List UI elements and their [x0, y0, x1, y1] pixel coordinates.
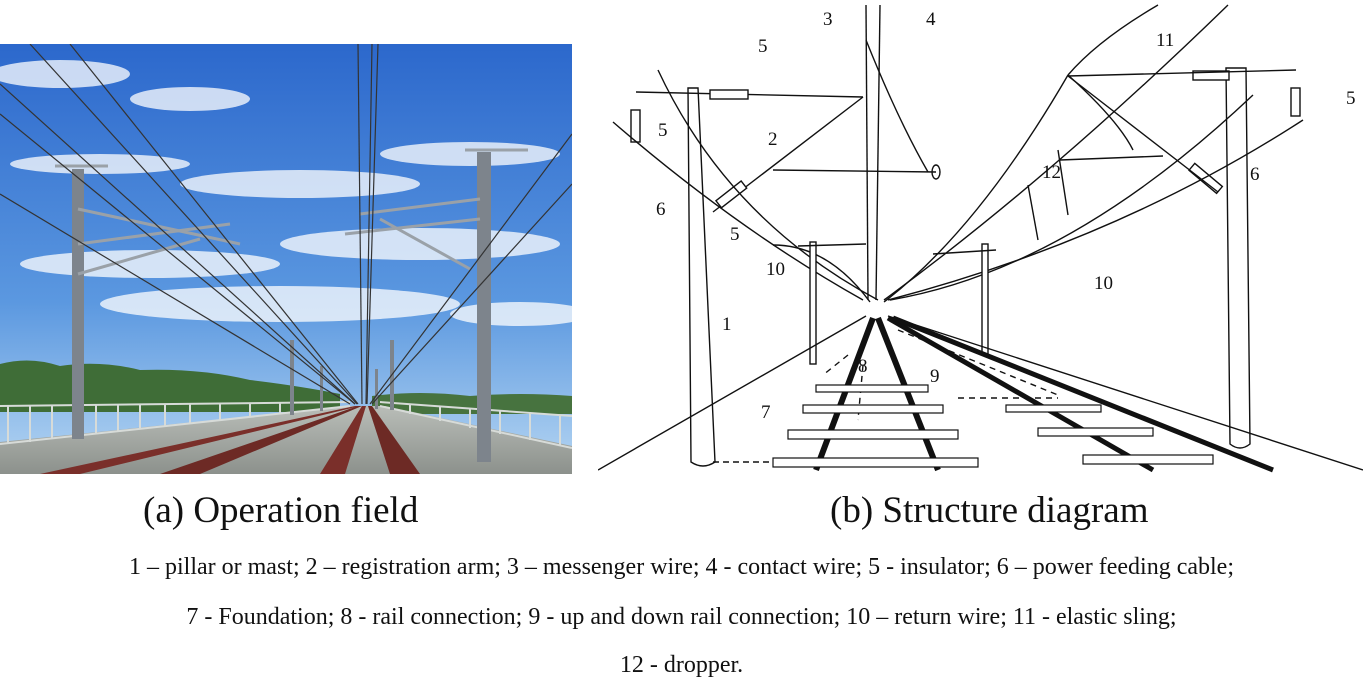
- rails: [40, 406, 420, 474]
- label-7: 7: [761, 402, 771, 423]
- label-12: 12: [1042, 162, 1061, 183]
- label-6b: 6: [1250, 164, 1260, 185]
- label-5a: 5: [758, 36, 768, 57]
- operation-field-photo: [0, 44, 572, 474]
- diagram-number-labels: 1 2 3 4 5 5 5 5 6 6 7 8 9 10 10 11 12: [656, 9, 1356, 423]
- label-1: 1: [722, 314, 732, 335]
- structure-diagram: 1 2 3 4 5 5 5 5 6 6 7 8 9 10 10 11 12: [598, 4, 1363, 473]
- label-5c: 5: [730, 224, 740, 245]
- overhead-wires: [0, 44, 572, 405]
- right-mast: [1225, 67, 1251, 449]
- label-5b: 5: [658, 120, 668, 141]
- tree-line-right: [372, 393, 572, 414]
- label-9: 9: [930, 366, 940, 387]
- insulator-left-arm: [714, 180, 748, 209]
- legend-line-3: 12 - dropper.: [619, 652, 744, 678]
- right-railing: [379, 401, 572, 449]
- insulator-right-arm: [1188, 162, 1224, 195]
- label-3: 3: [823, 9, 833, 30]
- label-4: 4: [926, 9, 936, 30]
- cantilevers: [55, 148, 528, 276]
- label-8: 8: [858, 356, 868, 377]
- caption-operation-field: (a) Operation field: [143, 490, 419, 531]
- legend-line-1: 1 – pillar or mast; 2 – registration arm…: [128, 554, 1234, 580]
- insulator-top-right: [1192, 70, 1230, 81]
- label-2: 2: [768, 129, 778, 150]
- tree-line: [0, 360, 340, 412]
- messenger-wire: [865, 4, 869, 301]
- sleepers: [772, 384, 1214, 468]
- legend-line-2: 7 - Foundation; 8 - rail connection; 9 -…: [186, 604, 1177, 630]
- label-6a: 6: [656, 199, 666, 220]
- contact-wire: [875, 4, 881, 301]
- label-11: 11: [1156, 30, 1174, 51]
- insulator-top-left: [709, 89, 749, 100]
- label-10a: 10: [766, 259, 785, 280]
- insulator-left-hang: [630, 109, 641, 143]
- caption-structure-diagram: (b) Structure diagram: [830, 490, 1149, 531]
- label-5d: 5: [1346, 88, 1356, 109]
- label-10b: 10: [1094, 273, 1113, 294]
- insulator-right-hang: [1290, 87, 1301, 117]
